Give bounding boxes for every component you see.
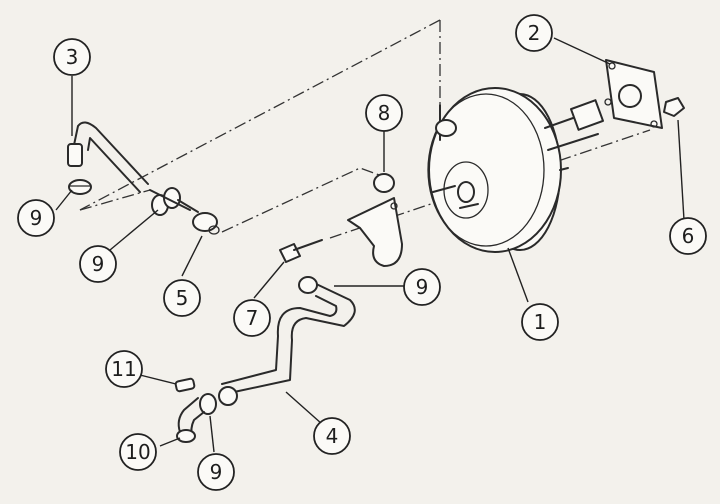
- callout-9-right-label: 9: [416, 275, 429, 299]
- callout-8: 8: [365, 94, 403, 132]
- callout-10: 10: [119, 433, 157, 471]
- mounting-plate: [604, 59, 663, 129]
- callout-7-label: 7: [246, 306, 259, 330]
- bolt: [279, 239, 323, 263]
- callout-7: 7: [233, 299, 271, 337]
- callout-2-label: 2: [528, 21, 541, 45]
- callout-4: 4: [313, 417, 351, 455]
- callout-5: 5: [163, 279, 201, 317]
- callout-6: 6: [669, 217, 707, 255]
- callout-9-mid-left: 9: [79, 245, 117, 283]
- callout-9-right: 9: [403, 268, 441, 306]
- callout-11: 11: [105, 350, 143, 388]
- clamp-left: [68, 179, 92, 195]
- leader-lines: [55, 37, 685, 453]
- booster-push-rod: [544, 99, 604, 171]
- callout-9-mid-left-label: 9: [92, 252, 105, 276]
- callout-11-label: 11: [111, 357, 136, 381]
- brake-booster: [427, 87, 562, 253]
- bracket: [347, 173, 403, 267]
- check-valve: [177, 199, 220, 235]
- nut: [663, 97, 685, 117]
- hose-upper: [67, 121, 149, 193]
- callout-9-bottom-label: 9: [210, 460, 223, 484]
- callout-5-label: 5: [176, 286, 189, 310]
- callout-2: 2: [515, 14, 553, 52]
- plug: [174, 377, 196, 393]
- callout-9-bottom: 9: [197, 453, 235, 491]
- callout-3-label: 3: [66, 45, 79, 69]
- callout-9-left-label: 9: [30, 206, 43, 230]
- clamp-left-lower: [149, 187, 191, 216]
- vacuum-hose: [218, 276, 356, 406]
- assembly-lines: [79, 19, 651, 239]
- callout-1-label: 1: [534, 310, 547, 334]
- callout-4-label: 4: [326, 424, 339, 448]
- elbow-fitting: [176, 393, 217, 443]
- callout-10-label: 10: [125, 440, 150, 464]
- callout-1: 1: [521, 303, 559, 341]
- callout-9-left: 9: [17, 199, 55, 237]
- callout-6-label: 6: [682, 224, 695, 248]
- callout-8-label: 8: [378, 101, 391, 125]
- callout-3: 3: [53, 38, 91, 76]
